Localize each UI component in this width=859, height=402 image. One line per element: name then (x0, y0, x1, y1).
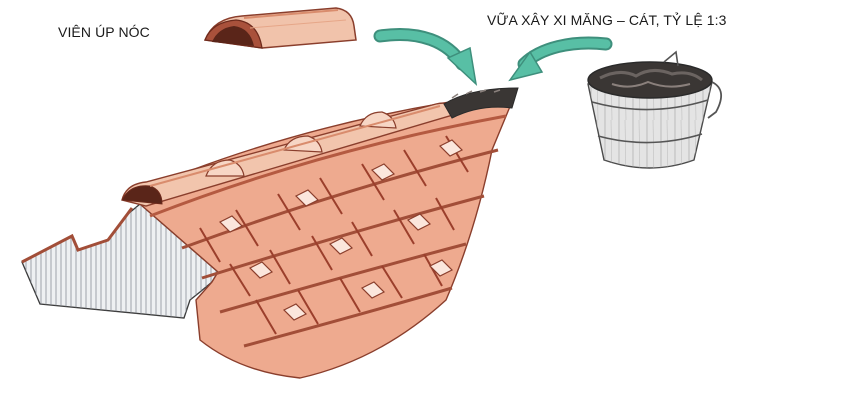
mortar-bucket-illustration (588, 52, 721, 168)
ridge-tile-illustration (205, 8, 356, 48)
arrow-from-ridge-tile (380, 34, 476, 84)
roof-illustration (22, 88, 518, 378)
